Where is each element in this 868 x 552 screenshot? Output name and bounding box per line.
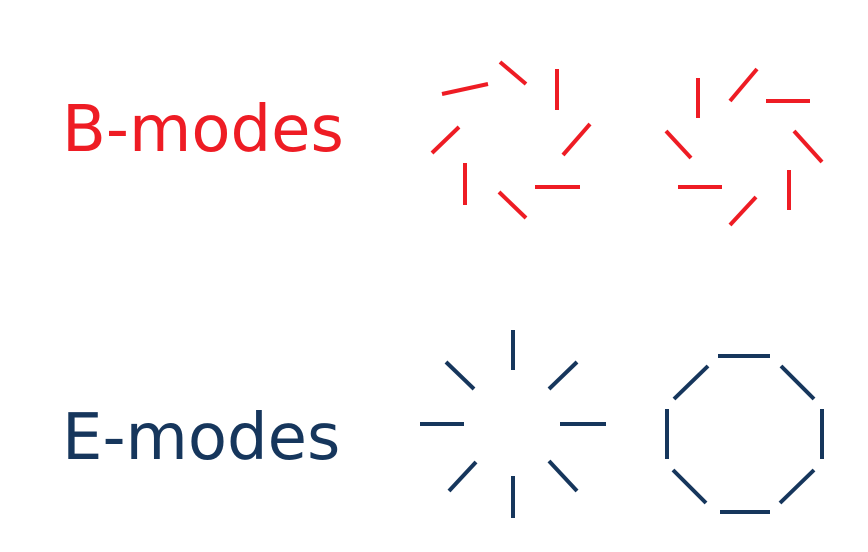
pattern-stick bbox=[497, 190, 528, 220]
pattern-stick bbox=[728, 195, 758, 227]
pattern-stick bbox=[778, 468, 816, 505]
pattern-stick bbox=[561, 122, 592, 157]
pattern-stick bbox=[447, 460, 478, 493]
pattern-stick bbox=[672, 364, 710, 401]
pattern-stick bbox=[498, 60, 528, 86]
pattern-stick bbox=[430, 125, 461, 155]
pattern-stick bbox=[444, 360, 476, 391]
pattern-stick bbox=[728, 67, 759, 103]
e-mode-pattern-left bbox=[420, 330, 606, 518]
pattern-stick bbox=[441, 82, 489, 96]
b-modes-label: B-modes bbox=[62, 93, 344, 167]
pattern-stick bbox=[792, 129, 824, 164]
e-mode-pattern-right bbox=[665, 354, 824, 514]
pattern-stick bbox=[779, 364, 816, 401]
pattern-stick bbox=[547, 360, 579, 391]
b-mode-pattern-left bbox=[430, 60, 592, 220]
e-modes-label: E-modes bbox=[62, 401, 341, 475]
b-mode-pattern-right bbox=[664, 67, 824, 227]
pattern-stick bbox=[664, 129, 693, 160]
pattern-stick bbox=[547, 459, 579, 493]
pattern-stick bbox=[671, 468, 708, 505]
